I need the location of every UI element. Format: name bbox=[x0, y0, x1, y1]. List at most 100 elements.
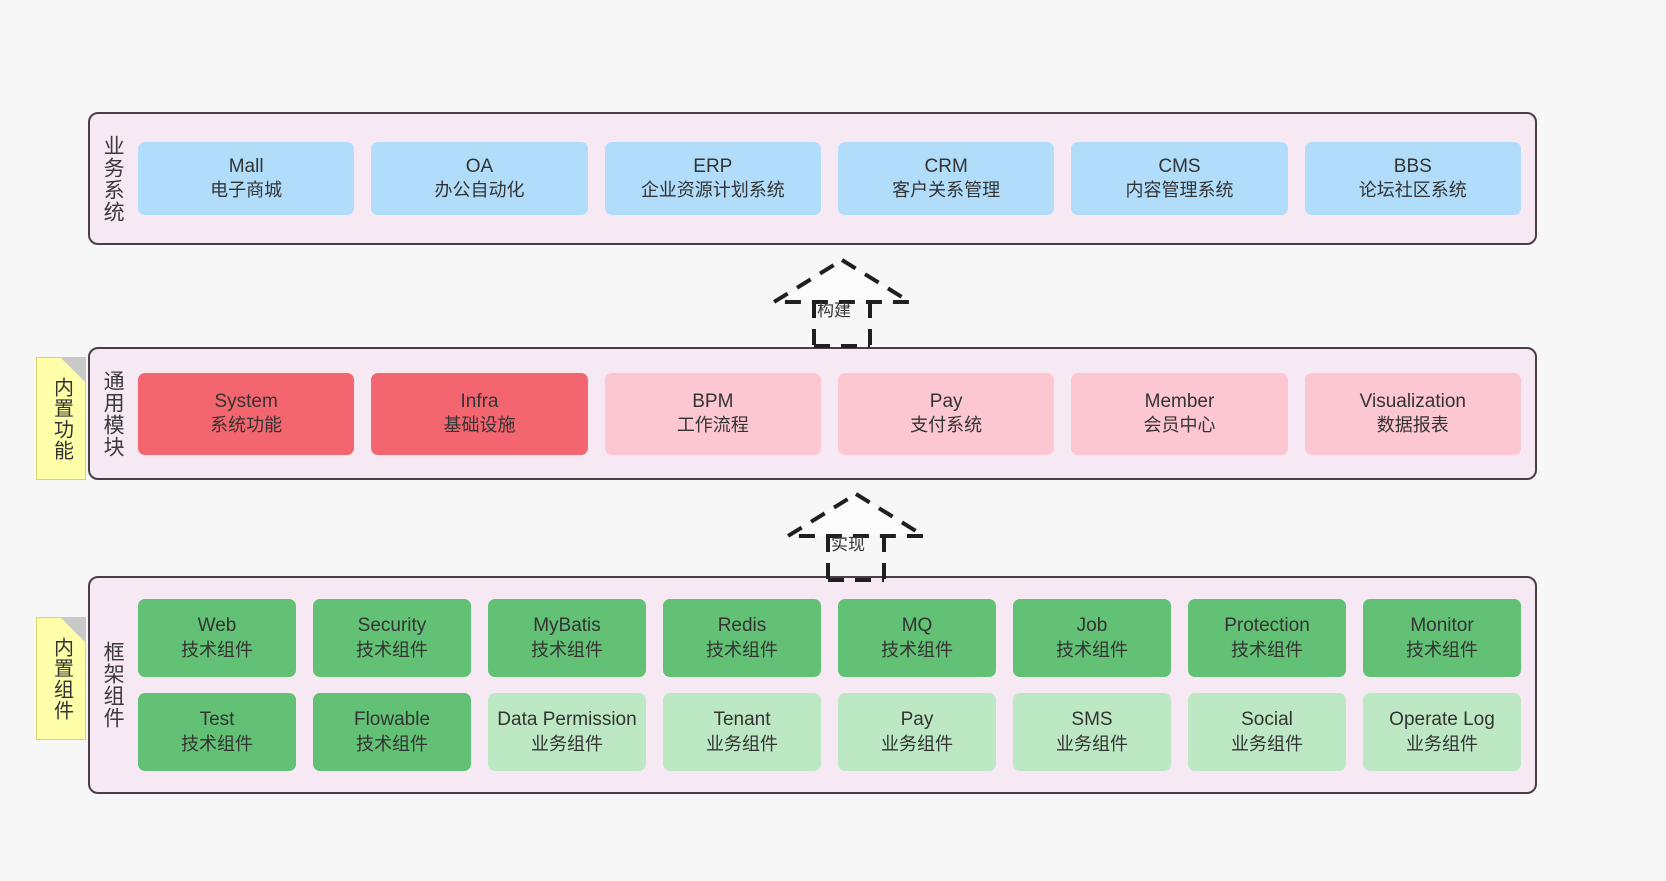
node-data-permission[interactable]: Data Permission 业务组件 bbox=[488, 693, 646, 771]
node-flowable[interactable]: Flowable 技术组件 bbox=[313, 693, 471, 771]
node-system[interactable]: System 系统功能 bbox=[138, 372, 355, 455]
node-subtitle: 电子商城 bbox=[210, 180, 283, 201]
layer-title-common-modules: 通用模块 bbox=[101, 369, 125, 458]
node-subtitle: 技术组件 bbox=[1056, 639, 1128, 660]
node-title: CRM bbox=[924, 155, 968, 177]
node-title: Job bbox=[1076, 615, 1108, 637]
hollow-triangle-head bbox=[780, 491, 932, 538]
node-title: Monitor bbox=[1410, 615, 1474, 637]
node-subtitle: 工作流程 bbox=[676, 415, 749, 436]
node-subtitle: 内容管理系统 bbox=[1125, 180, 1234, 201]
node-test[interactable]: Test 技术组件 bbox=[138, 693, 296, 771]
realization-arrow-icon bbox=[780, 491, 932, 582]
note-label: 内置组件 bbox=[50, 636, 73, 721]
node-subtitle: 办公自动化 bbox=[434, 180, 525, 201]
node-title: ERP bbox=[693, 155, 733, 177]
node-title: Protection bbox=[1224, 615, 1310, 637]
node-web[interactable]: Web 技术组件 bbox=[138, 599, 296, 677]
node-title: SMS bbox=[1071, 709, 1113, 731]
node-subtitle: 企业资源计划系统 bbox=[640, 180, 785, 201]
dashed-stem bbox=[812, 302, 872, 348]
node-subtitle: 技术组件 bbox=[881, 639, 953, 660]
layer-row: System 系统功能 Infra 基础设施 BPM 工作流程 Pay 支付系统… bbox=[138, 372, 1521, 455]
layer-common-modules: 通用模块 System 系统功能 Infra 基础设施 BPM 工作流程 Pay… bbox=[88, 347, 1537, 480]
node-title: CMS bbox=[1158, 155, 1201, 177]
node-subtitle: 系统功能 bbox=[210, 415, 283, 436]
node-subtitle: 业务组件 bbox=[706, 733, 778, 754]
connector-build: 构建 bbox=[752, 256, 932, 348]
node-operate-log[interactable]: Operate Log 业务组件 bbox=[1363, 693, 1521, 771]
node-subtitle: 业务组件 bbox=[881, 733, 953, 754]
node-tenant[interactable]: Tenant 业务组件 bbox=[663, 693, 821, 771]
hollow-triangle-head bbox=[766, 257, 918, 304]
node-title: BBS bbox=[1393, 155, 1432, 177]
node-subtitle: 技术组件 bbox=[356, 639, 428, 660]
node-mall[interactable]: Mall 电子商城 bbox=[138, 142, 355, 215]
node-social[interactable]: Social 业务组件 bbox=[1188, 693, 1346, 771]
node-title: Security bbox=[357, 615, 427, 637]
node-subtitle: 支付系统 bbox=[910, 415, 983, 436]
node-title: Mall bbox=[228, 155, 264, 177]
node-crm[interactable]: CRM 客户关系管理 bbox=[837, 142, 1055, 215]
layer-framework-components: 框架组件 Web 技术组件 Security 技术组件 MyBatis 技术组件… bbox=[88, 576, 1537, 794]
node-mybatis[interactable]: MyBatis 技术组件 bbox=[488, 599, 646, 677]
node-subtitle: 业务组件 bbox=[531, 733, 603, 754]
node-subtitle: 技术组件 bbox=[181, 639, 253, 660]
realization-arrow-icon bbox=[766, 257, 918, 348]
node-title: Redis bbox=[717, 615, 767, 637]
node-subtitle: 论坛社区系统 bbox=[1358, 180, 1467, 201]
connector-label: 实现 bbox=[831, 535, 865, 554]
node-pay[interactable]: Pay 支付系统 bbox=[837, 372, 1055, 455]
connector-realize: 实现 bbox=[766, 490, 946, 582]
node-mq[interactable]: MQ 技术组件 bbox=[838, 599, 996, 677]
node-title: Pay bbox=[900, 709, 934, 731]
node-protection[interactable]: Protection 技术组件 bbox=[1188, 599, 1346, 677]
node-oa[interactable]: OA 办公自动化 bbox=[371, 142, 588, 215]
node-title: BPM bbox=[692, 390, 734, 412]
node-title: Pay bbox=[929, 390, 963, 412]
node-subtitle: 基础设施 bbox=[443, 415, 516, 436]
node-subtitle: 技术组件 bbox=[181, 733, 253, 754]
node-subtitle: 会员中心 bbox=[1143, 415, 1216, 436]
node-visualization[interactable]: Visualization 数据报表 bbox=[1304, 372, 1521, 455]
node-subtitle: 技术组件 bbox=[531, 639, 603, 660]
node-title: System bbox=[214, 390, 278, 412]
note-label: 内置功能 bbox=[50, 376, 73, 461]
note-builtin-functions[interactable]: 内置功能 bbox=[36, 357, 86, 480]
node-subtitle: 技术组件 bbox=[356, 733, 428, 754]
node-security[interactable]: Security 技术组件 bbox=[313, 599, 471, 677]
node-redis[interactable]: Redis 技术组件 bbox=[663, 599, 821, 677]
layer-body-common-modules: System 系统功能 Infra 基础设施 BPM 工作流程 Pay 支付系统… bbox=[134, 349, 1535, 478]
node-erp[interactable]: ERP 企业资源计划系统 bbox=[604, 142, 821, 215]
node-infra[interactable]: Infra 基础设施 bbox=[371, 372, 588, 455]
node-job[interactable]: Job 技术组件 bbox=[1013, 599, 1171, 677]
node-title: MQ bbox=[901, 615, 933, 637]
node-title: Social bbox=[1241, 709, 1293, 731]
node-title: Infra bbox=[460, 390, 499, 412]
node-title: Member bbox=[1144, 390, 1215, 412]
node-bbs[interactable]: BBS 论坛社区系统 bbox=[1304, 142, 1521, 215]
layer-row: Mall 电子商城 OA 办公自动化 ERP 企业资源计划系统 CRM 客户关系… bbox=[138, 142, 1521, 215]
node-member[interactable]: Member 会员中心 bbox=[1071, 372, 1288, 455]
node-sms[interactable]: SMS 业务组件 bbox=[1013, 693, 1171, 771]
node-bpm[interactable]: BPM 工作流程 bbox=[604, 372, 821, 455]
node-subtitle: 业务组件 bbox=[1231, 733, 1303, 754]
node-cms[interactable]: CMS 内容管理系统 bbox=[1071, 142, 1288, 215]
layer-body-framework-components: Web 技术组件 Security 技术组件 MyBatis 技术组件 Redi… bbox=[134, 578, 1535, 792]
layer-row: Web 技术组件 Security 技术组件 MyBatis 技术组件 Redi… bbox=[138, 599, 1521, 677]
node-pay-component[interactable]: Pay 业务组件 bbox=[838, 693, 996, 771]
node-subtitle: 技术组件 bbox=[1406, 639, 1478, 660]
connector-label: 构建 bbox=[817, 301, 851, 320]
layer-title-framework-components: 框架组件 bbox=[101, 641, 125, 729]
note-builtin-components[interactable]: 内置组件 bbox=[36, 617, 86, 740]
node-subtitle: 业务组件 bbox=[1056, 733, 1128, 754]
node-monitor[interactable]: Monitor 技术组件 bbox=[1363, 599, 1521, 677]
node-title: Tenant bbox=[713, 709, 771, 731]
node-subtitle: 数据报表 bbox=[1376, 415, 1449, 436]
node-title: Flowable bbox=[353, 709, 431, 731]
layer-title-business-system: 业务系统 bbox=[101, 134, 125, 223]
layer-business-system: 业务系统 Mall 电子商城 OA 办公自动化 ERP 企业资源计划系统 CRM… bbox=[88, 112, 1537, 245]
layer-row: Test 技术组件 Flowable 技术组件 Data Permission … bbox=[138, 693, 1521, 771]
dashed-stem bbox=[826, 536, 886, 582]
